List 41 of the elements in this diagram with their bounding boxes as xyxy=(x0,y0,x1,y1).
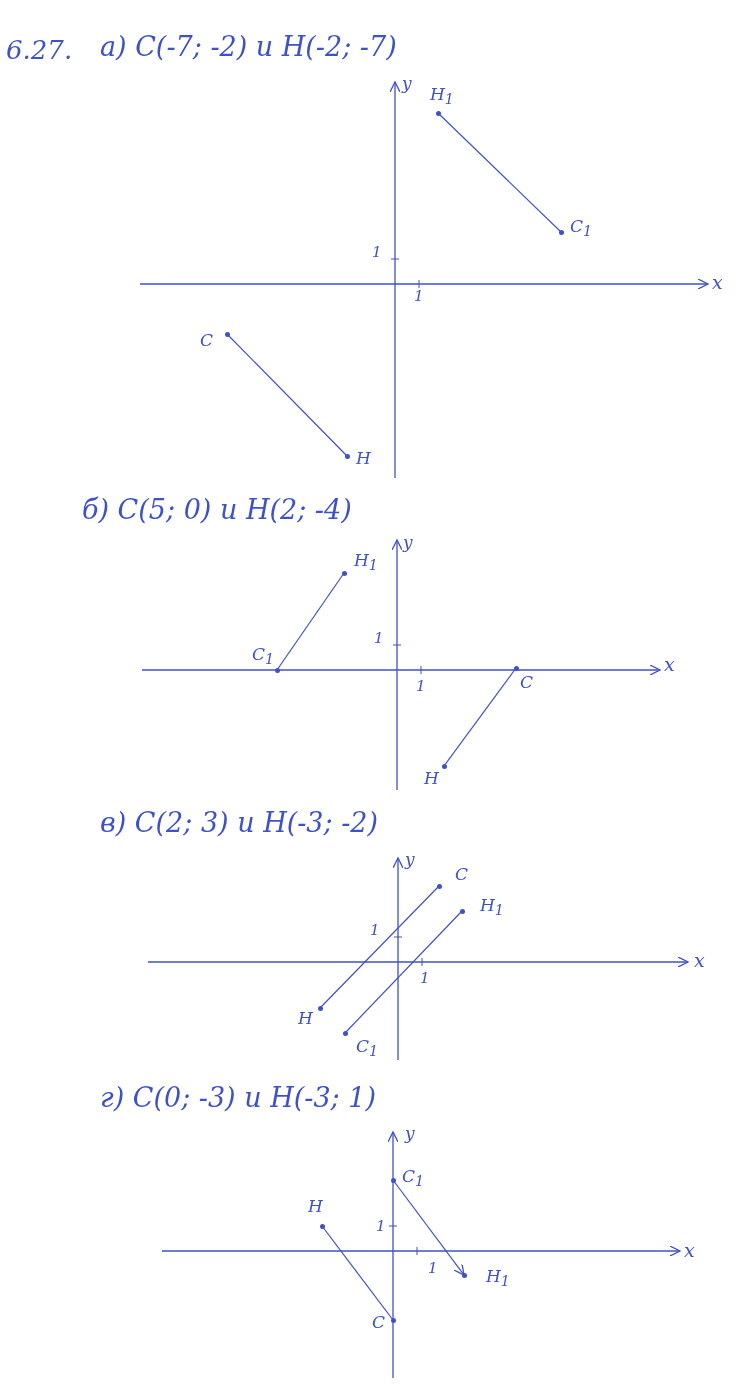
point-label: C xyxy=(372,1312,385,1332)
point-label: C xyxy=(200,330,213,350)
axis-label: y xyxy=(405,850,415,869)
tick-label: 1 xyxy=(414,288,424,305)
task-heading: а) C(-7; -2) и H(-2; -7) xyxy=(100,32,397,62)
tick-label: 1 xyxy=(428,1260,438,1277)
line-segment xyxy=(276,572,345,671)
point-label: H xyxy=(298,1008,313,1028)
axis-label: y xyxy=(402,74,412,93)
line-segment xyxy=(319,885,440,1009)
problem-number: 6.27. xyxy=(6,36,73,65)
line-segment xyxy=(443,667,517,767)
axis-label: x xyxy=(684,1240,695,1261)
axis-label: y xyxy=(403,533,413,552)
axis-label: x xyxy=(712,272,723,293)
point-label: H xyxy=(424,768,439,788)
tick-label: 1 xyxy=(370,922,380,939)
point-label: H$_{1}$ xyxy=(430,84,454,110)
task-heading: б) C(5; 0) и H(2; -4) xyxy=(82,495,352,525)
point-label: H$_{1}$ xyxy=(354,550,378,576)
point-label: C$_{1}$ xyxy=(356,1036,379,1062)
point-label: C$_{1}$ xyxy=(402,1166,425,1192)
tick-label: 1 xyxy=(416,678,426,695)
tick-label: 1 xyxy=(376,1218,386,1235)
point-label: H$_{1}$ xyxy=(480,895,504,921)
point-label: C$_{1}$ xyxy=(252,644,275,670)
tick-label: 1 xyxy=(374,630,384,647)
point-label: C$_{1}$ xyxy=(570,216,593,242)
point-label: C xyxy=(520,672,533,692)
task-heading: г) C(0; -3) и H(-3; 1) xyxy=(100,1083,376,1113)
point-label: C xyxy=(455,864,468,884)
point-label: H xyxy=(356,448,371,468)
tick-label: 1 xyxy=(420,970,430,987)
axis-label: x xyxy=(694,950,705,971)
tick-label: 1 xyxy=(372,244,382,261)
point-label: H$_{1}$ xyxy=(486,1266,510,1292)
axis-label: y xyxy=(405,1124,415,1143)
task-heading: в) C(2; 3) и H(-3; -2) xyxy=(100,808,379,838)
line-segment xyxy=(344,910,463,1034)
point-label: H xyxy=(308,1196,323,1216)
axis-label: x xyxy=(664,654,675,675)
